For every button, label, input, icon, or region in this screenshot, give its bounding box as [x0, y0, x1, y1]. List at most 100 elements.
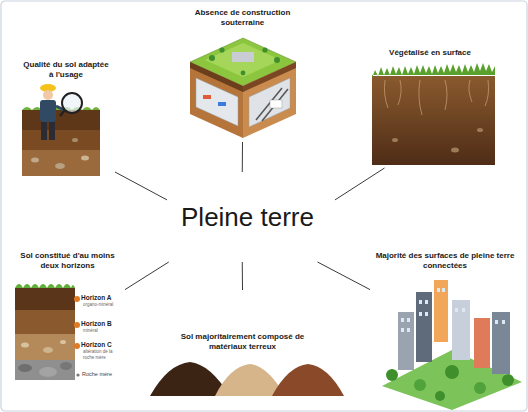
connected-city	[419, 312, 422, 316]
material-piles	[150, 362, 344, 396]
center-title: Pleine terre	[160, 172, 335, 262]
connected-city	[382, 280, 522, 410]
connected-city	[416, 292, 432, 362]
soil-horizons	[15, 334, 75, 360]
building-cutaway	[256, 88, 282, 120]
soil-inspector	[22, 107, 100, 110]
building-cutaway	[241, 71, 246, 76]
soil-inspector	[22, 84, 100, 176]
vegetated-soil	[384, 80, 488, 115]
criterion-caption: Qualité du sol adaptée à l'usage	[23, 60, 109, 80]
connected-city	[398, 312, 414, 370]
soil-horizons	[74, 296, 80, 302]
building-cutaway	[190, 38, 296, 138]
connector-line	[125, 262, 169, 290]
criterion-caption: Sol majoritairement composé de matériaux…	[177, 332, 308, 352]
criterion-item: Végétalisé en surface	[365, 40, 495, 168]
vegetated-soil	[372, 76, 495, 165]
vegetated-soil	[451, 148, 459, 153]
connected-city	[425, 312, 428, 316]
building-cutaway	[232, 52, 254, 62]
vegetated-soil	[372, 63, 495, 78]
soil-horizons	[15, 284, 80, 380]
vegetated-soil	[477, 128, 483, 132]
connector-line	[335, 168, 385, 200]
soil-horizons	[21, 343, 29, 348]
central-concept: Pleine terre	[160, 172, 335, 262]
soil-horizons	[15, 360, 75, 380]
building-cutaway	[243, 62, 296, 138]
connected-city	[407, 318, 410, 322]
connected-city	[442, 288, 445, 292]
building-cutaway	[218, 102, 226, 106]
soil-horizons	[39, 367, 57, 377]
soil-inspector	[31, 158, 39, 163]
soil-inspector	[72, 138, 78, 142]
criterion-item: Absence de construction souterraine	[185, 5, 300, 142]
connector-line	[318, 262, 371, 290]
material-piles	[215, 364, 285, 396]
connected-city	[401, 318, 404, 322]
connected-city	[502, 374, 514, 386]
soil-horizons	[74, 322, 80, 328]
building-cutaway	[262, 89, 288, 121]
soil-inspector	[22, 110, 100, 176]
soil-inspector	[41, 122, 47, 140]
building-cutaway	[219, 47, 224, 52]
connected-city	[434, 280, 448, 342]
soil-inspector	[40, 100, 56, 122]
soil-horizons	[60, 362, 72, 370]
connected-city	[474, 318, 490, 368]
connected-city	[495, 320, 498, 324]
vegetated-soil	[372, 63, 495, 165]
soil-horizons	[76, 373, 79, 376]
soil-horizons	[15, 288, 75, 310]
connected-city	[419, 300, 422, 304]
connected-city	[401, 328, 404, 332]
connector-line	[242, 142, 243, 172]
horizon-label: altération de la roche mère	[83, 349, 123, 360]
criterion-caption: Majorité des surfaces de pleine terre co…	[374, 251, 516, 271]
connected-city	[386, 369, 398, 381]
criterion-caption: Absence de construction souterraine	[187, 8, 298, 28]
connected-city	[414, 379, 426, 391]
horizon-label: Horizon A	[81, 294, 125, 302]
vegetated-soil	[392, 138, 398, 142]
building-cutaway	[203, 95, 211, 99]
building-cutaway	[209, 55, 215, 61]
building-cutaway	[190, 62, 243, 138]
connected-city	[407, 328, 410, 332]
horizon-label: minéral	[83, 328, 127, 334]
connected-city	[435, 391, 445, 401]
soil-inspector	[49, 122, 55, 140]
criterion-item: Sol majoritairement composé de matériaux…	[140, 290, 345, 405]
connected-city	[401, 288, 505, 332]
soil-horizons	[43, 347, 53, 353]
criterion-item: Majorité des surfaces de pleine terre co…	[370, 248, 520, 408]
connector-line	[115, 172, 167, 200]
connector-line	[242, 262, 243, 290]
criterion-item: Qualité du sol adaptée à l'usage	[15, 5, 115, 172]
soil-inspector	[60, 110, 65, 116]
building-cutaway	[249, 78, 290, 127]
connected-city	[474, 382, 486, 394]
connected-city	[452, 300, 470, 360]
connected-city	[462, 308, 465, 312]
soil-inspector	[81, 156, 89, 161]
horizon-label: Horizon B	[81, 320, 125, 328]
connected-city	[492, 312, 510, 374]
criterion-caption: Végétalisé en surface	[365, 48, 495, 58]
horizon-label: Horizon C	[81, 341, 125, 349]
soil-horizons	[15, 310, 75, 334]
connected-city	[502, 320, 505, 324]
soil-inspector	[43, 90, 53, 100]
horizon-label: Roche mère	[82, 371, 126, 378]
building-cutaway	[262, 47, 267, 52]
connected-city	[455, 308, 458, 312]
criterion-caption: Sol constitué d'au moins deux horizons	[10, 251, 125, 271]
connected-city	[445, 365, 459, 379]
building-cutaway	[205, 43, 281, 77]
building-cutaway	[270, 100, 282, 108]
